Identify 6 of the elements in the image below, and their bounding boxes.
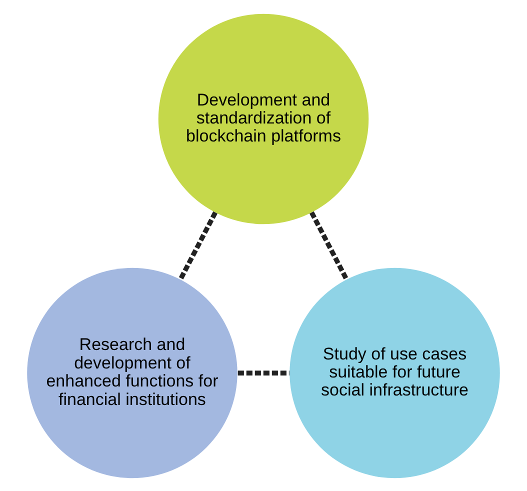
node-circle: Study of use cases suitable for future social infrastructure (290, 267, 500, 478)
connector (309, 210, 349, 280)
connector (178, 210, 218, 280)
node-circle: Development and standardization of blockchain platforms (158, 13, 369, 224)
connector (238, 370, 290, 375)
node-circle: Research and development of enhanced functions for financial institutions (27, 267, 238, 478)
